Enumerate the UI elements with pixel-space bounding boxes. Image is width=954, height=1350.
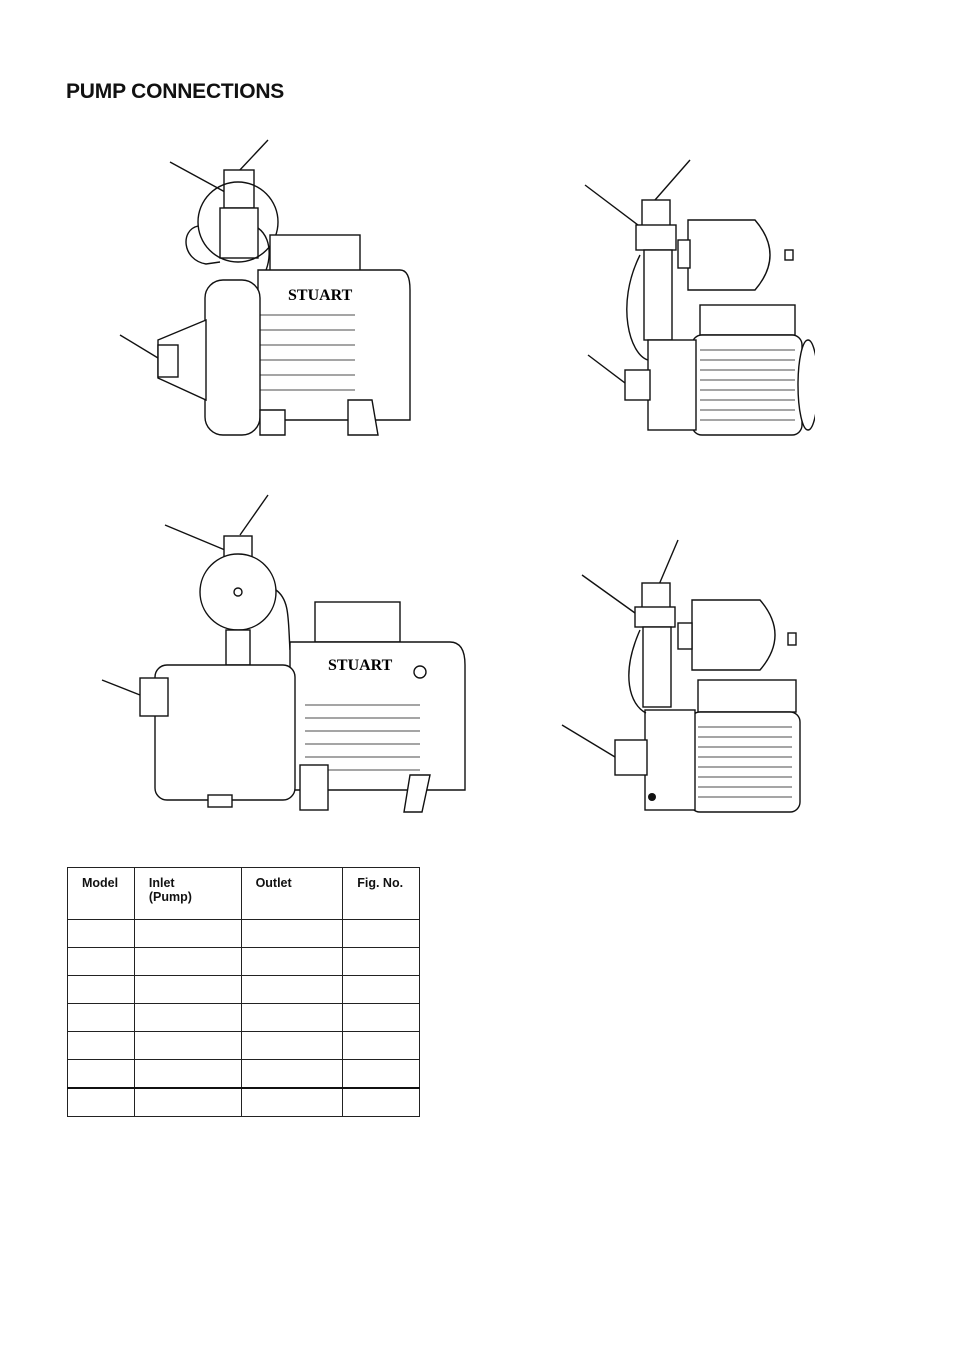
cell [67,947,135,976]
cell [240,919,344,948]
leader-line [164,524,226,551]
cell [133,975,242,1004]
header-fig-no: Fig. No. [342,867,420,920]
cell [67,919,135,948]
cell [240,975,344,1004]
cell [240,1003,344,1032]
leader-line [561,724,616,758]
table-row [67,1059,420,1089]
connections-table: Model Inlet(Pump) Outlet Fig. No. [67,867,420,1117]
cell [240,1059,344,1089]
cell [133,1031,242,1060]
cell [240,947,344,976]
leader-line [237,139,269,173]
brand-logo: STUART [288,287,353,304]
cell [133,947,242,976]
header-model: Model [67,867,135,920]
cell [342,1031,420,1060]
cell [67,1087,135,1117]
cell [342,1003,420,1032]
leader-line [654,159,691,201]
cell [240,1087,344,1117]
table-row [67,1031,420,1060]
cell [342,947,420,976]
leader-line [239,494,269,536]
leader-line [584,184,639,226]
cell [67,1031,135,1060]
cell [67,1003,135,1032]
leader-line [169,161,226,193]
table-row [67,1087,420,1117]
leader-line [587,354,626,384]
table-row [67,919,420,948]
pump-figure-2 [584,159,815,436]
table-row [67,1003,420,1032]
table-row [67,975,420,1004]
cell [240,1031,344,1060]
pump-figure-1: STUART [119,139,411,436]
pump-figure-4 [561,539,801,813]
table-row [67,947,420,976]
pump-figure-3: STUART [101,494,466,813]
cell [133,1087,242,1117]
header-inlet: Inlet(Pump) [133,867,242,920]
leader-line [101,679,141,696]
cell [342,919,420,948]
cell [342,975,420,1004]
header-inlet-sub: (Pump) [148,890,192,904]
brand-logo: STUART [328,657,393,674]
cell [67,975,135,1004]
cell [133,919,242,948]
leader-line [581,574,636,614]
leader-line [119,334,159,359]
cell [133,1003,242,1032]
cell [133,1059,242,1089]
leader-line [657,539,679,588]
header-inlet-label: Inlet [148,876,175,890]
cell [342,1059,420,1089]
cell [67,1059,135,1089]
cell [342,1087,420,1117]
page-title: PUMP CONNECTIONS [66,80,285,103]
table-header-row: Model Inlet(Pump) Outlet Fig. No. [67,867,420,920]
header-outlet: Outlet [240,867,344,920]
